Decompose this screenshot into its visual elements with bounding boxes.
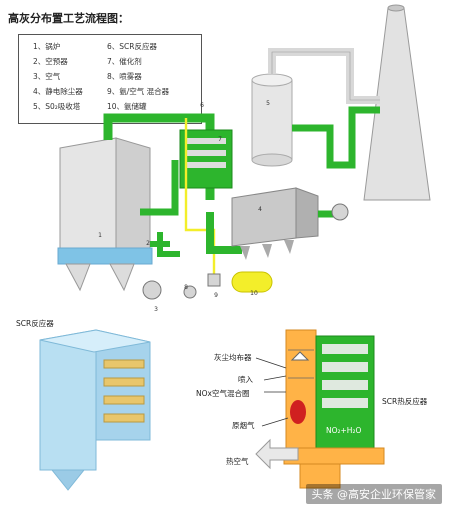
legend-item: 1、锅炉	[33, 42, 61, 51]
legend-item: 8、喷雾器	[107, 72, 142, 81]
outlet-label: NO₂+H₂O	[326, 426, 362, 435]
ammonia-tank	[231, 271, 273, 293]
marker-3: 3	[154, 306, 158, 313]
legend-item: 10、氨储罐	[107, 102, 147, 111]
marker-10: 10	[250, 290, 258, 297]
injection-label: 喷入	[238, 375, 253, 384]
marker-1: 1	[98, 232, 102, 239]
marker-5: 5	[266, 100, 270, 107]
legend-item: 3、空气	[33, 72, 61, 81]
ammonia-line	[184, 118, 216, 282]
raw-flue-gas-label: 原烟气	[232, 421, 255, 430]
green-duct-esp	[206, 212, 242, 254]
legend-item: 2、空预器	[33, 57, 68, 66]
page-title: 高灰分布置工艺流程图：	[8, 12, 129, 25]
fan	[142, 280, 162, 300]
watermark: 头条 @高安企业环保管家	[305, 484, 442, 504]
chimney-top	[387, 4, 405, 12]
marker-4: 4	[258, 206, 262, 213]
legend-item: 4、静电除尘器	[33, 87, 83, 96]
legend-item: 9、氨/空气 混合器	[107, 87, 170, 96]
marker-8: 8	[184, 284, 188, 291]
green-duct-stack	[292, 106, 380, 169]
ash-distributor-label: 灰尘均布器	[214, 353, 252, 362]
marker-2: 2	[146, 240, 150, 247]
nox-mixer-label: NOx空气混合圈	[196, 389, 250, 398]
legend-box: 1、锅炉 2、空预器 3、空气 4、静电除尘器 5、S0₂吸收塔 6、SCR反应…	[18, 34, 202, 124]
marker-6: 6	[200, 102, 204, 109]
marker-9: 9	[214, 292, 218, 299]
absorber-tower	[251, 79, 293, 161]
reactor-3d	[39, 329, 151, 491]
legend-item: 7、催化剂	[107, 57, 142, 66]
reactor-label: SCR热反应器	[382, 397, 428, 406]
boiler	[59, 137, 117, 263]
esp	[231, 187, 297, 247]
fan	[183, 285, 197, 299]
legend-item: 5、S0₂吸收塔	[33, 102, 81, 111]
hot-air-label: 热空气	[226, 457, 249, 466]
scr-schematic	[255, 329, 385, 489]
fan	[331, 203, 349, 221]
flue-gas-marker	[290, 400, 306, 424]
marker-7: 7	[218, 136, 222, 143]
legend-item: 6、SCR反应器	[107, 42, 157, 51]
lower-left-caption: SCR反应器	[16, 319, 54, 328]
